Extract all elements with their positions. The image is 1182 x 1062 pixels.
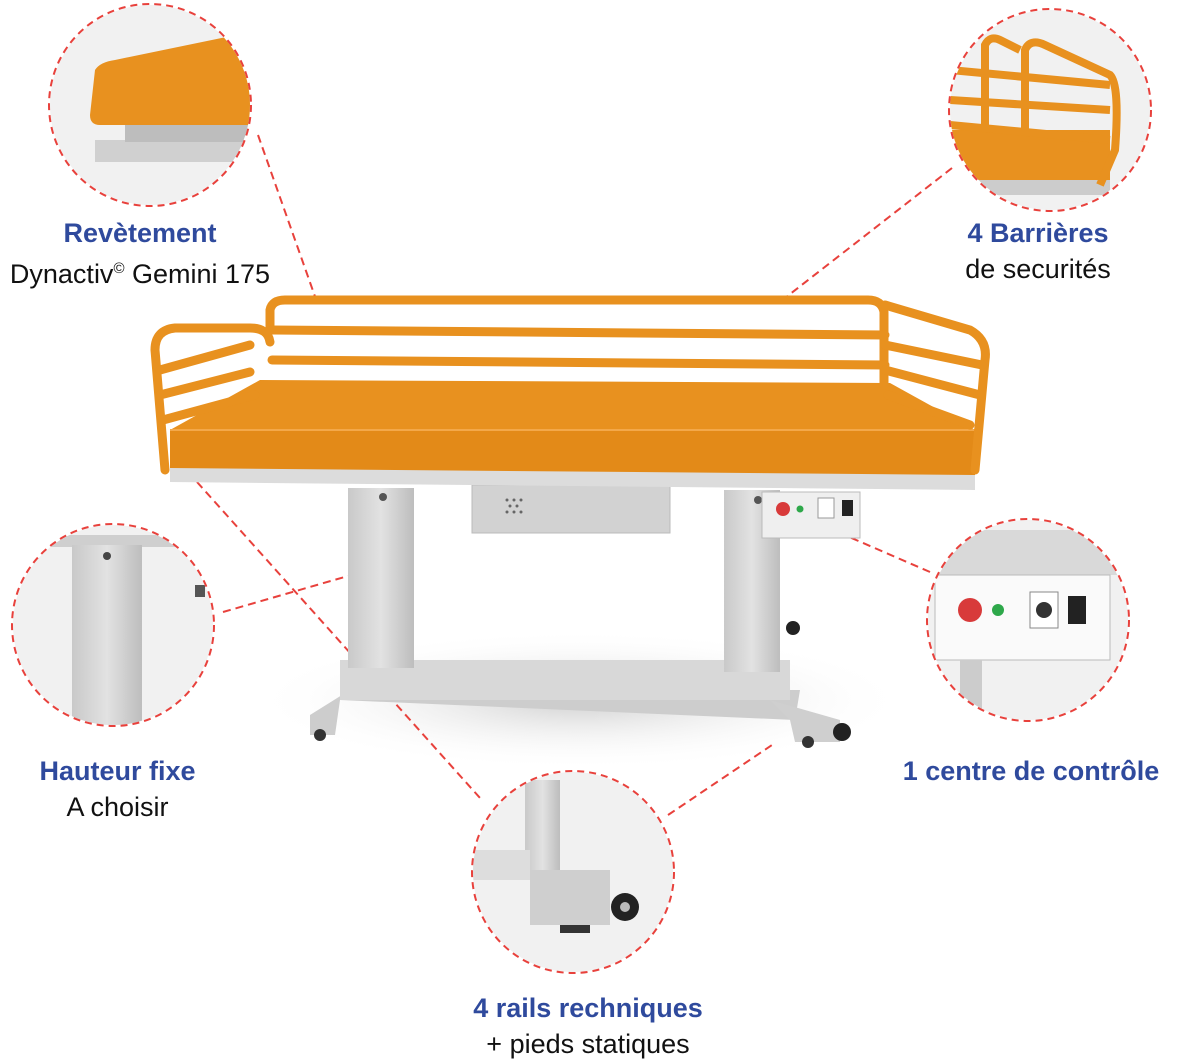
callout-title: 4 rails rechniques — [473, 993, 703, 1023]
detail-mattress — [48, 3, 252, 207]
callout-barrieres: 4 Barrières de securités — [938, 215, 1138, 287]
callout-controle: 1 centre de contrôle — [880, 753, 1182, 789]
callout-title: 4 Barrières — [967, 218, 1109, 248]
callout-title: Revètement — [63, 218, 217, 248]
callout-hauteur: Hauteur fixe A choisir — [10, 753, 225, 825]
callout-title: 1 centre de contrôle — [902, 756, 1160, 786]
callout-title: Hauteur fixe — [39, 756, 196, 786]
subtitle-part: Dynactiv — [9, 259, 114, 289]
mattress — [170, 380, 975, 475]
subtitle-part: Gemini 175 — [124, 259, 271, 289]
detail-leg — [11, 523, 215, 727]
callout-connectors — [196, 134, 953, 816]
callout-rails: 4 rails rechniques + pieds statiques — [438, 990, 738, 1062]
detail-barriers — [948, 8, 1152, 212]
callout-revetement: Revètement Dynactiv© Gemini 175 — [0, 215, 280, 292]
safety-barriers — [150, 295, 990, 475]
detail-wheel — [471, 770, 675, 974]
callout-subtitle: Dynactiv© Gemini 175 — [0, 251, 280, 292]
detail-control-center — [926, 518, 1130, 722]
callout-subtitle: A choisir — [66, 792, 169, 822]
callout-subtitle: + pieds statiques — [486, 1029, 690, 1059]
callout-subtitle: de securités — [965, 254, 1111, 284]
table-frame — [170, 465, 975, 748]
copyright-mark: © — [113, 260, 125, 277]
